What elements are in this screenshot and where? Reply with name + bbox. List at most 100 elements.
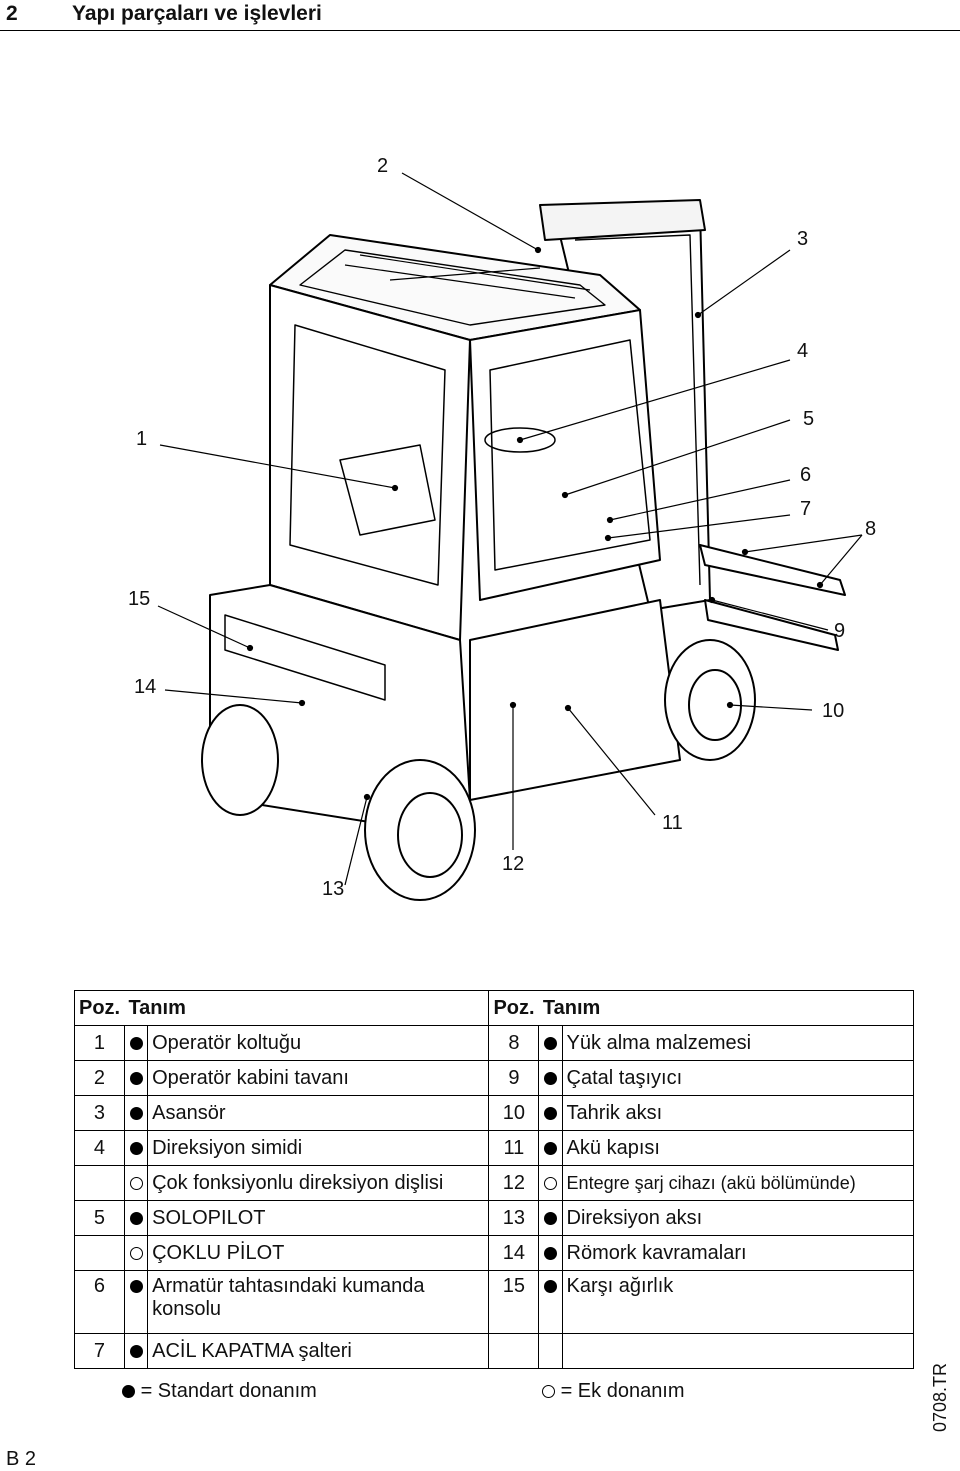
row-num: 12 [488, 1165, 540, 1201]
row-num: 5 [74, 1200, 125, 1236]
callout-10: 10 [822, 700, 845, 722]
callout-8: 8 [865, 518, 877, 540]
callout-14: 14 [134, 676, 157, 698]
row-num: 11 [488, 1130, 540, 1166]
callout-15: 15 [128, 588, 151, 610]
seat [339, 444, 436, 536]
chapter-title: Yapı parçaları ve işlevleri [72, 2, 322, 25]
callout-3: 3 [797, 228, 809, 250]
row-desc: Römork kavramaları [561, 1235, 915, 1271]
row-desc: Tahrik aksı [561, 1095, 915, 1131]
callout-9: 9 [834, 620, 846, 642]
row-num [74, 1165, 125, 1201]
callout-6: 6 [800, 464, 812, 486]
row-num: 2 [74, 1060, 125, 1096]
cabin-window [289, 324, 446, 586]
standard-marker [538, 1270, 563, 1334]
cabin-front [269, 284, 471, 641]
row-num: 15 [488, 1270, 540, 1334]
cabin-side [469, 309, 661, 601]
header-pos: Poz. [74, 990, 125, 1026]
document-code: 0708.TR [930, 1362, 950, 1432]
row-desc: Armatür tahtasındaki kumanda konsolu [147, 1270, 490, 1334]
fork-carriage-top [539, 199, 706, 241]
row-num: 7 [74, 1333, 125, 1369]
row-num: 8 [488, 1025, 540, 1061]
table-row: 6 Armatür tahtasındaki kumanda konsolu 1… [74, 1270, 915, 1334]
chapter-number: 2 [6, 2, 18, 25]
row-desc: Karşı ağırlık [561, 1270, 915, 1334]
standard-marker [123, 1130, 149, 1166]
table-header-row: Poz. Tanım Poz. Tanım [74, 990, 914, 1026]
standard-marker [538, 1095, 563, 1131]
table-row: 2 Operatör kabini tavanı 9 Çatal taşıyıc… [74, 1060, 915, 1096]
row-desc: Operatör kabini tavanı [147, 1060, 490, 1096]
page-header: 2 Yapı parçaları ve işlevleri [0, 0, 960, 31]
row-num: 3 [74, 1095, 125, 1131]
fork-lower [704, 599, 839, 651]
optional-marker [538, 1165, 563, 1201]
standard-marker [123, 1060, 149, 1096]
standard-marker [538, 1200, 563, 1236]
battery-door [469, 599, 681, 801]
standard-marker [123, 1025, 149, 1061]
row-num: 1 [74, 1025, 125, 1061]
table-row: Çok fonksiyonlu direksiyon dişlisi 12 En… [74, 1165, 915, 1201]
callout-5: 5 [803, 408, 815, 430]
callout-11: 11 [662, 812, 683, 834]
row-desc: Çok fonksiyonlu direksiyon dişlisi [147, 1165, 490, 1201]
header-pos2: Poz. [488, 990, 539, 1026]
optional-marker [123, 1235, 149, 1271]
row-num: 10 [488, 1095, 540, 1131]
standard-marker [122, 1385, 135, 1399]
table-row: 5 SOLOPILOT 13 Direksiyon aksı [74, 1200, 915, 1236]
standard-marker [538, 1235, 563, 1271]
row-desc: Entegre şarj cihazı (akü bölümünde) [561, 1165, 915, 1201]
legend-standard: = Standart donanım [122, 1380, 317, 1403]
row-num: 4 [74, 1130, 125, 1166]
legend-standard-text: = Standart donanım [140, 1380, 317, 1403]
header-desc: Tanım [124, 990, 490, 1026]
row-desc: Çatal taşıyıcı [561, 1060, 915, 1096]
row-num [488, 1333, 540, 1369]
rear-wheel-left [201, 704, 279, 816]
callout-4: 4 [797, 340, 809, 362]
optional-marker [123, 1165, 149, 1201]
callout-2: 2 [377, 155, 389, 177]
row-desc: Yük alma malzemesi [561, 1025, 915, 1061]
callout-1: 1 [136, 428, 148, 450]
rear-wheel [364, 759, 476, 901]
standard-marker [123, 1333, 149, 1369]
row-desc: Direksiyon simidi [147, 1130, 490, 1166]
standard-marker [123, 1200, 149, 1236]
row-desc: Akü kapısı [561, 1130, 915, 1166]
row-desc: ÇOKLU PİLOT [147, 1235, 490, 1271]
legend-optional-text: = Ek donanım [560, 1380, 685, 1403]
callout-7: 7 [800, 498, 812, 520]
header-rule [0, 30, 960, 31]
optional-marker [542, 1385, 555, 1399]
row-num: 13 [488, 1200, 540, 1236]
table-row: 4 Direksiyon simidi 11 Akü kapısı [74, 1130, 915, 1166]
fork-upper [699, 544, 846, 596]
forklift-figure: 1 2 3 4 5 6 7 8 9 10 11 12 13 14 15 [0, 40, 960, 980]
header-desc2: Tanım [538, 990, 914, 1026]
page-number: B 2 [6, 1448, 37, 1470]
row-num: 14 [488, 1235, 540, 1271]
legend-optional: = Ek donanım [542, 1380, 685, 1403]
row-desc: SOLOPILOT [147, 1200, 490, 1236]
standard-marker [538, 1025, 563, 1061]
table-row: 3 Asansör 10 Tahrik aksı [74, 1095, 915, 1131]
row-desc [561, 1333, 915, 1369]
table-row: 1 Operatör koltuğu 8 Yük alma malzemesi [74, 1025, 915, 1061]
parts-table: Poz. Tanım Poz. Tanım 1 Operatör koltuğu… [74, 990, 915, 1369]
row-num [74, 1235, 125, 1271]
callout-13: 13 [322, 878, 345, 900]
steering-wheel [484, 427, 556, 453]
row-num: 9 [488, 1060, 540, 1096]
forklift-illustration [157, 172, 863, 901]
standard-marker [123, 1270, 149, 1334]
row-desc: Asansör [147, 1095, 490, 1131]
table-row: 7 ACİL KAPATMA şalteri [74, 1333, 915, 1369]
table-row: ÇOKLU PİLOT 14 Römork kavramaları [74, 1235, 915, 1271]
